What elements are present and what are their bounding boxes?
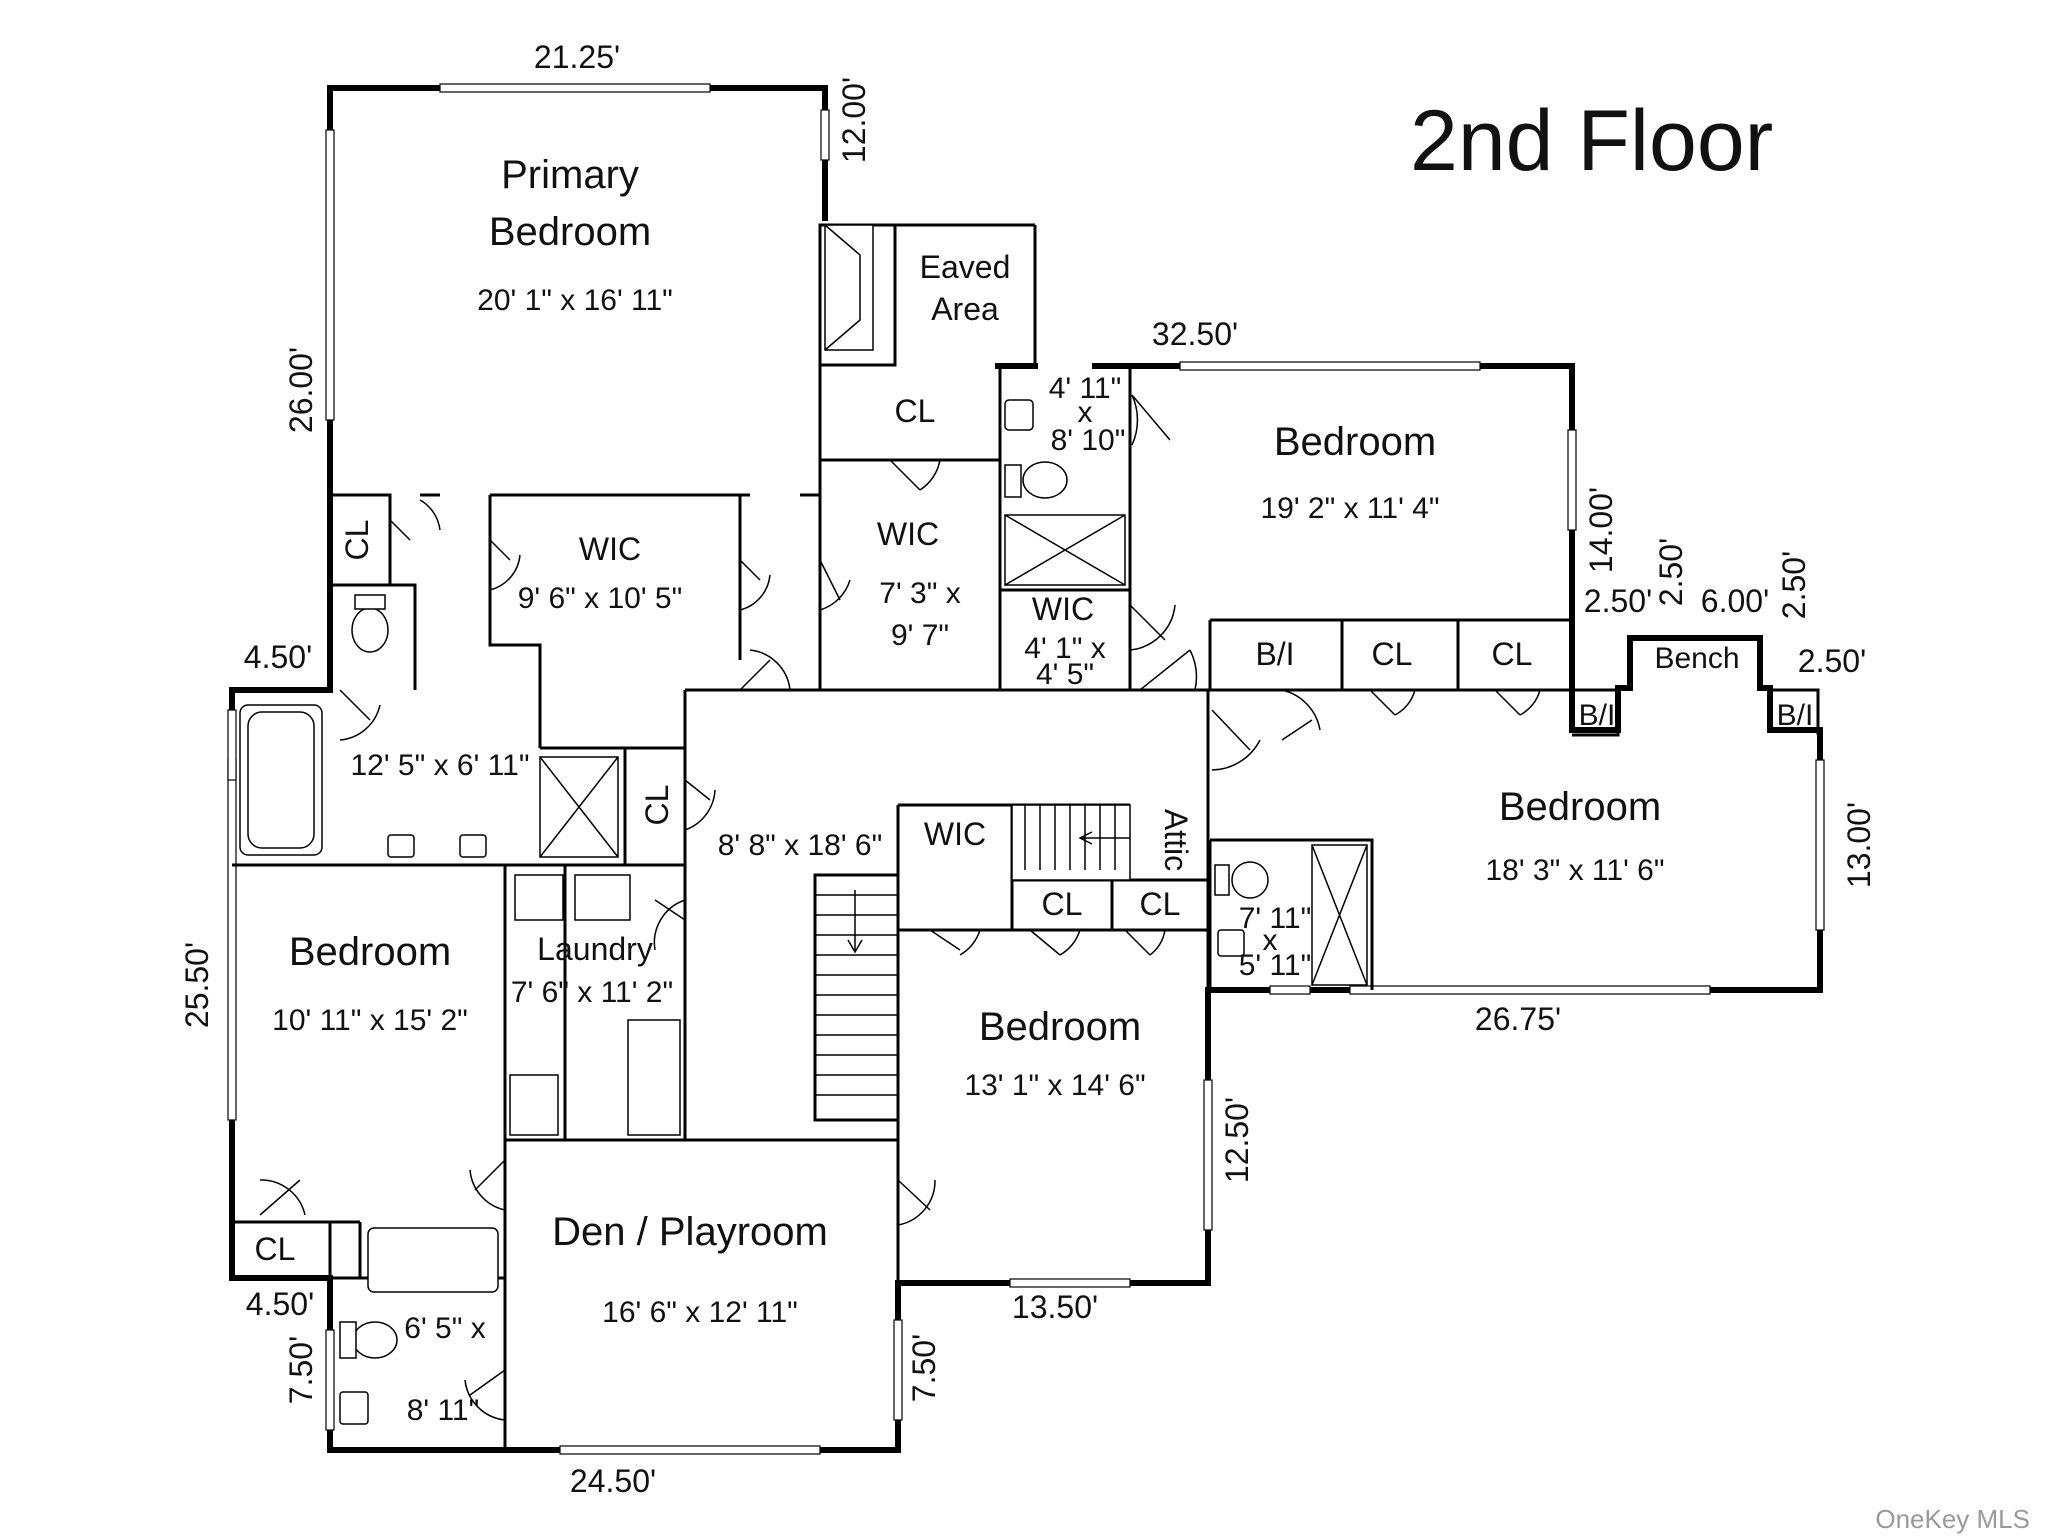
cl-label-bath: CL: [639, 785, 675, 826]
cl-label-primary: CL: [339, 520, 375, 561]
meas-primary-right: 12.00': [836, 77, 872, 163]
attic-label: Attic: [1158, 809, 1194, 871]
laundry-name: Laundry: [537, 931, 653, 967]
bath-fixtures: [239, 224, 1368, 1425]
meas-step-c: 2.50': [1776, 551, 1812, 619]
wic-1-dims: 9' 6" x 10' 5": [518, 582, 683, 615]
bi-label-3: B/I: [1777, 699, 1814, 732]
wic-3-name: WIC: [1032, 591, 1094, 627]
bath-sw-line2: 8' 11": [407, 1394, 480, 1427]
meas-e-right: 13.00': [1841, 802, 1877, 888]
meas-den-right: 7.50': [906, 1334, 942, 1402]
cl-label-5: CL: [1140, 886, 1181, 922]
bath-e-line3: 5' 11": [1239, 949, 1312, 982]
meas-e-bottom: 26.75': [1475, 1001, 1561, 1037]
wic-2-dims-1: 7' 3" x: [879, 577, 960, 610]
bi-label-2: B/I: [1579, 699, 1616, 732]
bi-label-1: B/I: [1255, 636, 1294, 672]
den-name: Den / Playroom: [552, 1210, 828, 1254]
bedroom-w-name: Bedroom: [289, 930, 451, 974]
wic-2-name: WIC: [877, 516, 939, 552]
wic-4-name: WIC: [924, 816, 986, 852]
meas-bench-w: 6.00': [1701, 583, 1769, 619]
primary-bedroom-name-1: Primary: [501, 153, 639, 197]
wic-2-dims-2: 9' 7": [891, 619, 949, 652]
bath-e-line1: 7' 11": [1239, 902, 1312, 935]
cl-label-4: CL: [1042, 886, 1083, 922]
meas-bed-s-bottom: 13.50': [1012, 1289, 1098, 1325]
bath-e-line2: x: [1263, 924, 1278, 957]
meas-west-left: 25.50': [179, 942, 215, 1028]
meas-sw-left: 7.50': [283, 1336, 319, 1404]
primary-bedroom-name-2: Bedroom: [489, 210, 651, 254]
windows: [227, 83, 1825, 1455]
cl-label-2: CL: [1372, 636, 1413, 672]
meas-step-b: 2.50': [1653, 538, 1689, 606]
wic-3-dims-1: 4' 1" x: [1024, 632, 1105, 665]
meas-west-jog-bottom: 4.50': [246, 1286, 314, 1322]
wic-3-dims-2: 4' 5": [1036, 658, 1094, 691]
door-swings: [259, 394, 1541, 1421]
bedroom-s-name: Bedroom: [979, 1005, 1141, 1049]
cl-label-sw: CL: [255, 1231, 296, 1267]
bath-ne-line3: 8' 10": [1051, 424, 1126, 457]
bench-label: Bench: [1654, 642, 1739, 675]
eaved-area-line1: Eaved: [920, 249, 1011, 285]
hall-dims: 8' 8" x 18' 6": [718, 829, 883, 862]
exterior-measurements: 21.25' 12.00' 26.00' 32.50' 14.00' 2.50'…: [179, 39, 1877, 1499]
bedroom-e-name: Bedroom: [1499, 785, 1661, 829]
bath-ne-line2: x: [1078, 396, 1093, 429]
bedroom-ne-name: Bedroom: [1274, 420, 1436, 464]
wic-1-name: WIC: [579, 531, 641, 567]
meas-bed-s-right: 12.50': [1219, 1097, 1255, 1183]
floor-title: 2nd Floor: [1410, 93, 1773, 189]
meas-primary-left: 26.00': [283, 347, 319, 433]
bedroom-s-dims: 13' 1" x 14' 6": [964, 1069, 1145, 1102]
den-dims: 16' 6" x 12' 11": [602, 1296, 798, 1329]
eaved-area-line2: Area: [931, 291, 999, 327]
bedroom-e-dims: 18' 3" x 11' 6": [1486, 854, 1665, 887]
meas-west-jog-top: 4.50': [244, 639, 312, 675]
bath-ne-line1: 4' 11": [1049, 372, 1122, 405]
watermark: OneKey MLS: [1875, 1504, 2030, 1534]
bedroom-ne-dims: 19' 2" x 11' 4": [1261, 492, 1440, 525]
cl-label: CL: [895, 393, 936, 429]
meas-bottom-total: 24.50': [570, 1463, 656, 1499]
staircase: [815, 804, 1131, 1096]
primary-bath-dims: 12' 5" x 6' 11": [351, 749, 530, 782]
bath-sw-line1: 6' 5" x: [404, 1312, 485, 1345]
meas-step-a: 2.50': [1584, 583, 1652, 619]
meas-step-d: 2.50': [1798, 643, 1866, 679]
meas-top-primary: 21.25': [534, 39, 620, 75]
meas-ne-top: 32.50': [1152, 316, 1238, 352]
laundry-dims: 7' 6" x 11' 2": [511, 976, 673, 1009]
bedroom-w-dims: 10' 11" x 15' 2": [272, 1004, 468, 1037]
cl-label-3: CL: [1492, 636, 1533, 672]
primary-bedroom-dims: 20' 1" x 16' 11": [477, 284, 673, 317]
meas-ne-right: 14.00': [1583, 487, 1619, 573]
